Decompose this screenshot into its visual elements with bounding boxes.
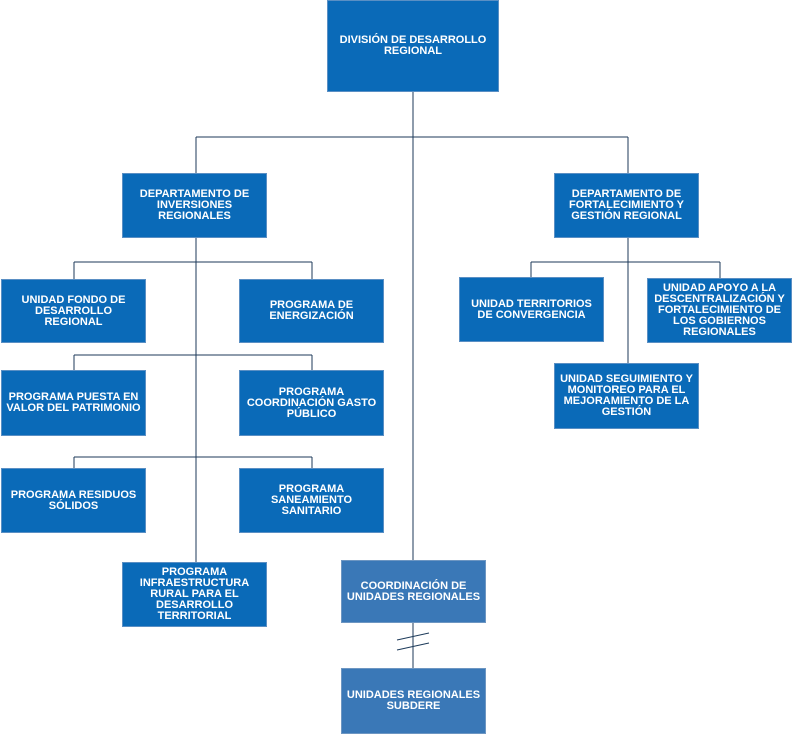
node-unidad-apoyo: UNIDAD APOYO A LA DESCENTRALIZACIÓN Y FO… <box>647 278 792 343</box>
node-label: UNIDAD TERRITORIOS DE CONVERGENCIA <box>471 297 592 321</box>
node-prog-saneamiento: PROGRAMA SANEAMIENTO SANITARIO <box>239 468 384 533</box>
node-label: DIVISIÓN DE DESARROLLO REGIONAL <box>339 34 487 57</box>
node-prog-energizacion: PROGRAMA DE ENERGIZACIÓN <box>239 279 384 343</box>
node-label: PROGRAMA PUESTA EN VALOR DEL PATRIMONIO <box>6 391 141 414</box>
node-label: PROGRAMA INFRAESTRUCTURA RURAL PARA EL D… <box>139 566 250 622</box>
node-division: DIVISIÓN DE DESARROLLO REGIONAL <box>327 0 499 92</box>
node-prog-residuos: PROGRAMA RESIDUOS SÓLIDOS <box>1 468 146 533</box>
node-dept-fortalecimiento: DEPARTAMENTO DE FORTALECIMIENTO Y GESTIÓ… <box>554 173 699 238</box>
node-label: UNIDAD APOYO A LA DESCENTRALIZACIÓN Y FO… <box>654 282 785 338</box>
node-label: PROGRAMA DE ENERGIZACIÓN <box>269 299 354 322</box>
node-coord-unidades: COORDINACIÓN DE UNIDADES REGIONALES <box>341 560 486 623</box>
node-unidad-fondo: UNIDAD FONDO DE DESARROLLO REGIONAL <box>1 279 146 343</box>
break-mark <box>396 642 430 651</box>
node-label: UNIDADES REGIONALES SUBDERE <box>346 689 481 712</box>
node-label: UNIDAD SEGUIMIENTO Y MONITOREO PARA EL M… <box>560 373 693 418</box>
node-prog-gasto: PROGRAMA COORDINACIÓN GASTO PÚBLICO <box>239 370 384 436</box>
node-label: PROGRAMA SANEAMIENTO SANITARIO <box>270 483 353 517</box>
node-label: PROGRAMA COORDINACIÓN GASTO PÚBLICO <box>246 385 377 420</box>
node-dept-inversiones: DEPARTAMENTO DE INVERSIONES REGIONALES <box>122 173 267 238</box>
node-label: DEPARTAMENTO DE FORTALECIMIENTO Y GESTIÓ… <box>569 188 684 222</box>
node-prog-infraestructura: PROGRAMA INFRAESTRUCTURA RURAL PARA EL D… <box>122 562 267 627</box>
node-label: COORDINACIÓN DE UNIDADES REGIONALES <box>346 579 481 603</box>
node-unidades-subdere: UNIDADES REGIONALES SUBDERE <box>341 668 486 734</box>
node-label: UNIDAD FONDO DE DESARROLLO REGIONAL <box>21 293 126 328</box>
node-unidad-territorios: UNIDAD TERRITORIOS DE CONVERGENCIA <box>459 277 604 342</box>
node-label: DEPARTAMENTO DE INVERSIONES REGIONALES <box>139 188 250 222</box>
node-unidad-seguimiento: UNIDAD SEGUIMIENTO Y MONITOREO PARA EL M… <box>554 363 699 429</box>
node-prog-patrimonio: PROGRAMA PUESTA EN VALOR DEL PATRIMONIO <box>1 370 146 436</box>
break-mark <box>396 632 430 641</box>
node-label: PROGRAMA RESIDUOS SÓLIDOS <box>10 488 137 512</box>
